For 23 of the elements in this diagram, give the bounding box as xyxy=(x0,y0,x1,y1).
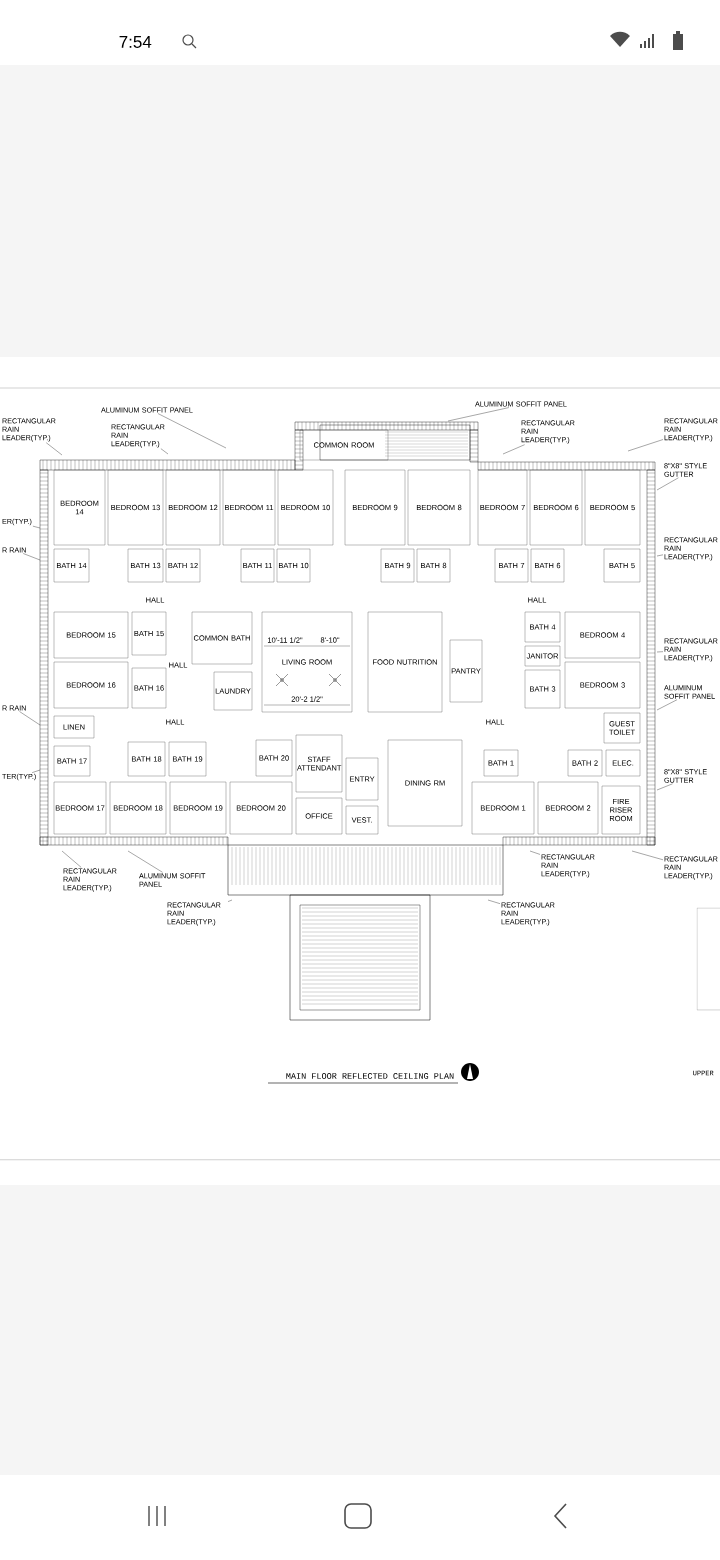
leader-line xyxy=(46,442,63,456)
leader-line xyxy=(631,850,664,860)
leader-line xyxy=(160,448,169,455)
leader-line xyxy=(32,525,41,529)
leader-line xyxy=(529,850,541,855)
leader-line xyxy=(61,850,82,868)
leader-line xyxy=(656,477,679,491)
leader-line xyxy=(447,407,510,422)
leader-line xyxy=(502,444,525,455)
leader-line xyxy=(227,899,233,902)
leader-line xyxy=(627,439,664,452)
leader-line xyxy=(19,711,41,726)
leader-line xyxy=(656,554,664,557)
leader-line xyxy=(656,651,664,653)
leader-line xyxy=(487,899,501,904)
drawing-title: MAIN FLOOR REFLECTED CEILING PLAN xyxy=(286,1073,454,1079)
status-time: 7:54 xyxy=(119,36,152,48)
leader-line xyxy=(656,783,673,791)
leader-line xyxy=(23,553,41,561)
leader-line xyxy=(656,699,678,711)
leader-line xyxy=(157,413,227,449)
leader-line xyxy=(127,850,163,873)
leader-line xyxy=(31,769,41,773)
